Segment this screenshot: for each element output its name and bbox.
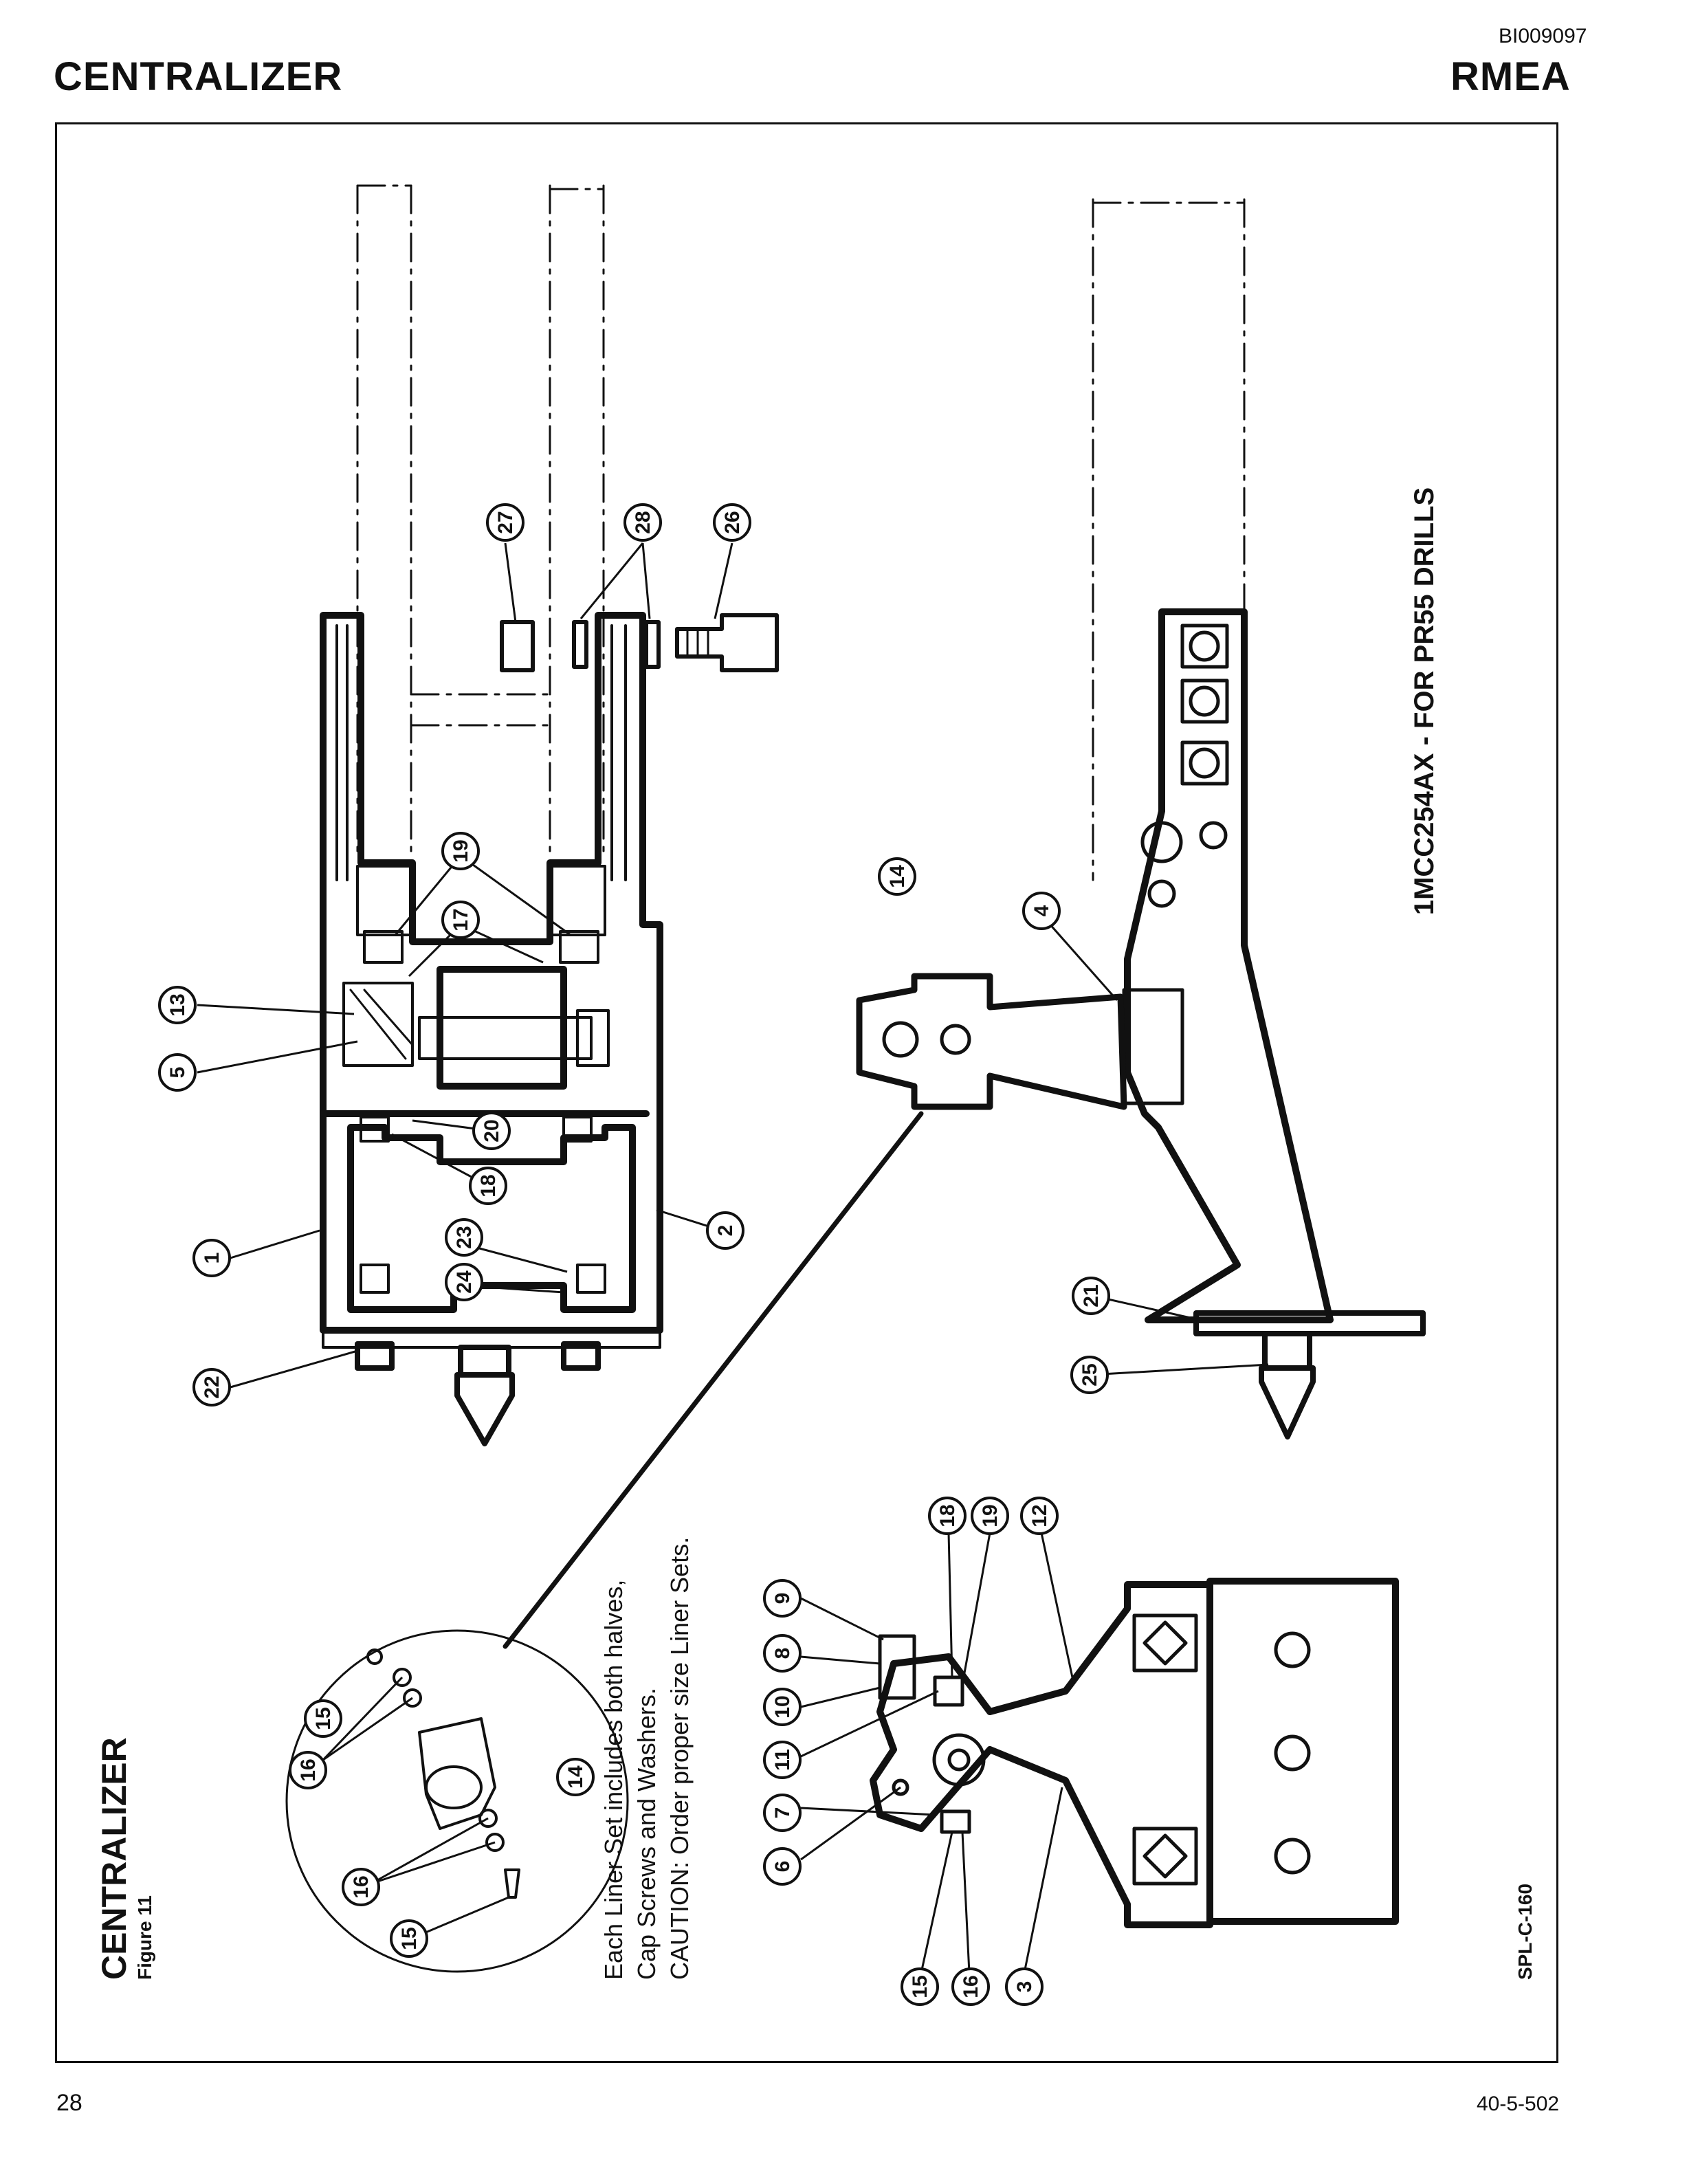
pivot-pin-hardware xyxy=(500,613,779,672)
callout-16-end: 16 xyxy=(960,1975,982,1998)
callout-26: 26 xyxy=(721,511,744,533)
note-line-3: CAUTION: Order proper size Liner Sets. xyxy=(665,1537,694,1980)
callout-3: 3 xyxy=(1013,1981,1036,1993)
callout-7: 7 xyxy=(771,1807,794,1819)
note-line-1: Each Liner Set includes both halves, xyxy=(599,1580,628,1980)
callout-25: 25 xyxy=(1079,1363,1101,1386)
product-line-title: RMEA xyxy=(1450,54,1571,99)
centralizer-tip xyxy=(355,1341,601,1446)
document-id: BI009097 xyxy=(1499,25,1587,47)
callout-15-detail-top: 15 xyxy=(312,1707,335,1730)
callout-28: 28 xyxy=(632,511,654,533)
callout-23: 23 xyxy=(453,1226,476,1248)
callout-27: 27 xyxy=(494,511,517,533)
slide-shoe xyxy=(856,973,1127,1110)
liner-set-detail xyxy=(366,1648,520,1899)
callout-12: 12 xyxy=(1028,1504,1051,1527)
callout-leaders xyxy=(197,542,1269,1974)
callout-20: 20 xyxy=(481,1119,503,1142)
callout-18-end: 18 xyxy=(936,1504,959,1527)
callout-19-end: 19 xyxy=(979,1504,1002,1527)
callout-16-detail-top: 16 xyxy=(297,1758,320,1781)
centralizer-body xyxy=(320,612,663,1334)
note-line-2: Cap Screws and Washers. xyxy=(632,1688,661,1980)
callouts: 27 28 26 19 17 13 5 20 18 23 24 1 2 22 1… xyxy=(158,503,1110,2006)
callout-2: 2 xyxy=(714,1225,737,1237)
model-label: 1MCC254AX - FOR PR55 DRILLS xyxy=(1409,487,1439,915)
detail-leader-line xyxy=(503,1111,924,1649)
callout-1: 1 xyxy=(201,1253,223,1264)
callout-14-detail: 14 xyxy=(564,1765,587,1789)
callout-15-end: 15 xyxy=(909,1975,931,1998)
reference-code: SPL-C-160 xyxy=(1514,1884,1536,1980)
callout-11: 11 xyxy=(771,1749,794,1771)
callout-10: 10 xyxy=(771,1695,794,1718)
callout-18: 18 xyxy=(477,1174,500,1197)
callout-13: 13 xyxy=(166,993,189,1016)
callout-4: 4 xyxy=(1030,905,1053,916)
callout-24: 24 xyxy=(453,1270,476,1294)
detail-circle xyxy=(285,1629,629,1973)
side-rail-phantom xyxy=(1092,198,1246,881)
callout-19: 19 xyxy=(450,839,472,862)
side-base-plate xyxy=(1193,1310,1426,1440)
figure-title: CENTRALIZER xyxy=(95,1737,133,1980)
callout-22: 22 xyxy=(201,1376,223,1398)
figure-frame xyxy=(55,122,1558,2063)
callout-21: 21 xyxy=(1080,1284,1103,1307)
document-number: 40-5-502 xyxy=(1477,2093,1560,2115)
callout-9: 9 xyxy=(771,1593,794,1604)
callout-17: 17 xyxy=(450,908,472,931)
side-arm-body xyxy=(1124,608,1334,1323)
callout-5: 5 xyxy=(166,1067,189,1079)
callout-6: 6 xyxy=(771,1861,794,1873)
callout-15-detail-bottom: 15 xyxy=(398,1927,421,1950)
callout-14-side: 14 xyxy=(886,865,909,888)
section-title: CENTRALIZER xyxy=(54,54,343,99)
callout-16-detail-bottom: 16 xyxy=(350,1875,373,1898)
figure-label: Figure 11 xyxy=(134,1895,155,1980)
drill-rails-phantom xyxy=(356,184,605,861)
end-view-block xyxy=(870,1578,1399,1928)
callout-8: 8 xyxy=(771,1648,794,1659)
page-number: 28 xyxy=(56,2090,82,2116)
